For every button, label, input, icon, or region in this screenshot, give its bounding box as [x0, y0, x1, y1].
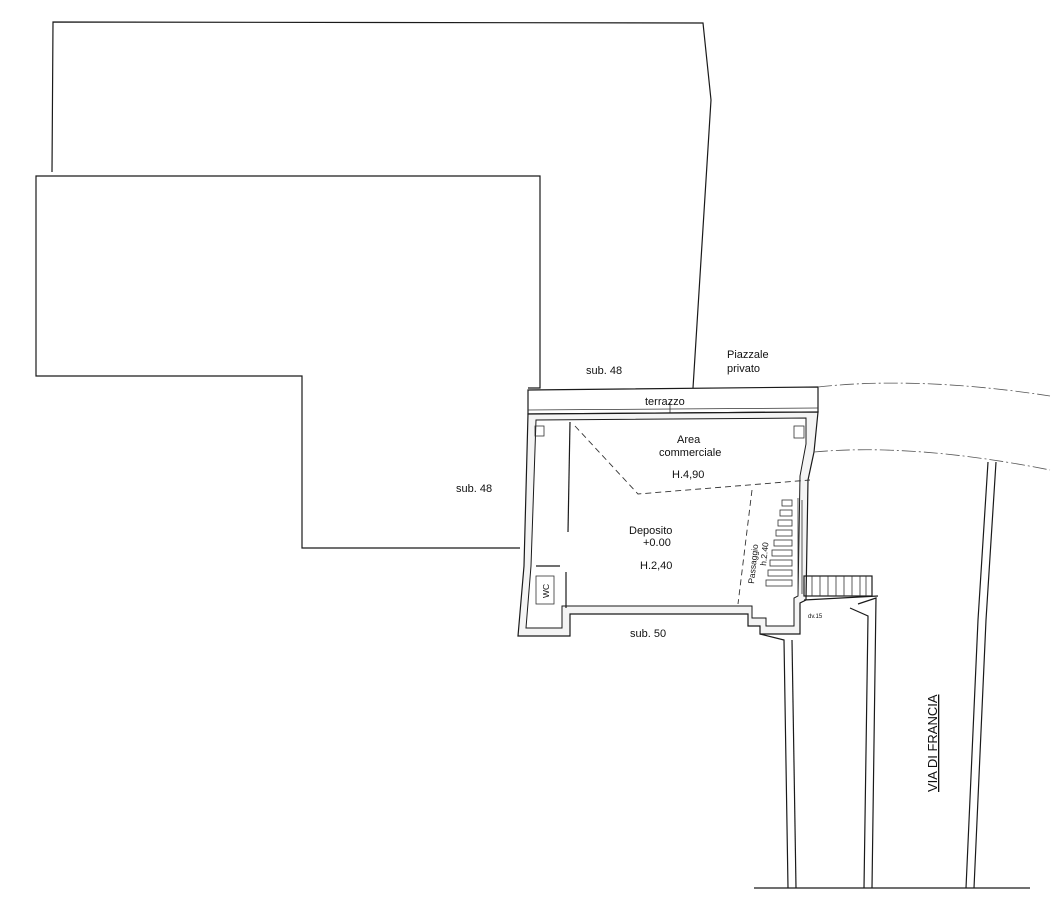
label-passaggio-1: Passaggio — [746, 543, 760, 584]
terrazzo-inner-line — [527, 407, 819, 411]
street-wall-1b — [791, 639, 797, 889]
piazzale-edge-upper — [817, 382, 1051, 397]
street-wall-2a — [849, 607, 869, 889]
piazzale-edge-lower — [813, 449, 1051, 471]
label-deposito-1: Deposito — [629, 525, 672, 537]
upper-building-outline — [51, 21, 712, 389]
label-area-1: Area — [677, 434, 701, 446]
left-partition — [567, 421, 571, 533]
internal-stair — [765, 498, 803, 596]
street-wall-1a — [759, 633, 789, 889]
label-terrazzo: terrazzo — [645, 396, 685, 408]
label-deposito-height: H.2,40 — [640, 560, 672, 572]
passaggio-line — [737, 489, 753, 605]
label-small-mark: dv.15 — [808, 614, 823, 620]
label-piazzale-2: privato — [727, 363, 760, 375]
sub48-building-outline — [35, 175, 541, 549]
label-sub48-left: sub. 48 — [456, 483, 492, 495]
left-pier — [534, 425, 545, 437]
area-commerciale-outline — [574, 425, 811, 495]
right-pier — [793, 425, 805, 439]
street-wall-3a — [965, 461, 989, 889]
label-piazzale-1: Piazzale — [727, 349, 769, 361]
wc-fixture — [535, 575, 555, 605]
street-wall-3b — [973, 461, 997, 889]
label-wc: WC — [541, 584, 551, 598]
label-passaggio-2: h.2.40 — [758, 541, 770, 566]
label-area-height: H.4,90 — [672, 469, 704, 481]
label-area-2: commerciale — [659, 447, 721, 459]
label-street: VIA DI FRANCIA — [925, 694, 940, 792]
label-sub48-top: sub. 48 — [586, 365, 622, 377]
label-deposito-2: +0.00 — [643, 537, 671, 549]
unit-inner-wall — [525, 417, 807, 629]
external-stair — [803, 575, 879, 601]
street-wall-2b — [857, 597, 877, 889]
label-sub50: sub. 50 — [630, 628, 666, 640]
